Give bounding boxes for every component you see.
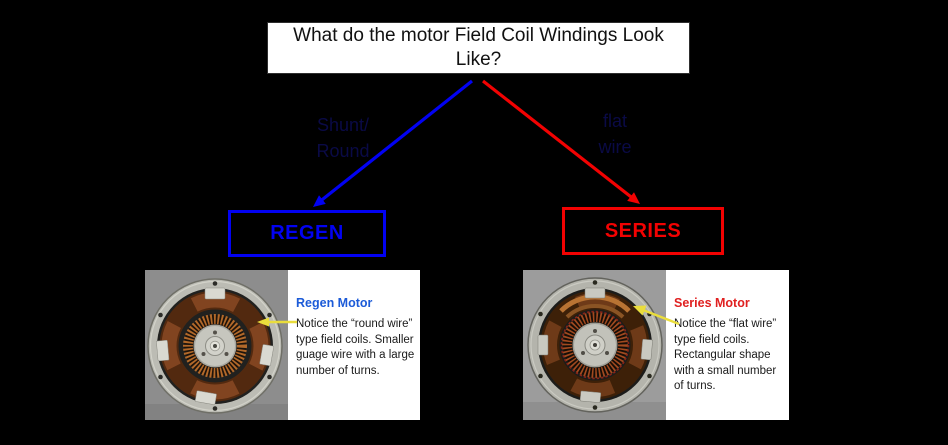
regen-arrow-label: Shunt/ Round	[295, 112, 391, 164]
series-box-label: SERIES	[604, 219, 682, 242]
regen-annotation-body: Notice the “round wire” type field coils…	[296, 318, 415, 377]
series-arrow-label: flat wire	[578, 108, 652, 160]
series-box: SERIES	[562, 207, 724, 255]
series-annotation: Series Motor Notice the “flat wire” type…	[666, 270, 789, 420]
regen-annotation: Regen Motor Notice the “round wire” type…	[288, 270, 420, 420]
question-box: What do the motor Field Coil Windings Lo…	[267, 22, 690, 74]
regen-arrow-head-icon	[313, 195, 326, 207]
series-arrow-line	[482, 79, 634, 200]
series-annotation-body: Notice the “flat wire” type field coils.…	[674, 318, 777, 392]
question-text: What do the motor Field Coil Windings Lo…	[293, 25, 664, 70]
series-arrow-label-line1: flat	[602, 111, 627, 131]
regen-annotation-title: Regen Motor	[296, 296, 373, 310]
series-motor-photo	[523, 270, 666, 420]
regen-arrow-label-line1: Shunt/	[316, 115, 370, 135]
pointer-arrow-icon	[633, 305, 680, 326]
regen-motor-photo	[145, 270, 288, 420]
regen-figure: Regen Motor Notice the “round wire” type…	[145, 270, 420, 420]
series-figure: Series Motor Notice the “flat wire” type…	[523, 270, 789, 420]
series-arrow-label-line2: wire	[598, 137, 632, 157]
regen-box: REGEN	[228, 210, 386, 257]
regen-arrow-line	[319, 79, 473, 203]
pointer-arrow-icon	[257, 317, 297, 327]
regen-arrow-label-line2: Round	[316, 141, 370, 161]
regen-box-label: REGEN	[270, 222, 344, 244]
series-arrow-head-icon	[627, 192, 640, 204]
series-annotation-title: Series Motor	[674, 296, 750, 310]
